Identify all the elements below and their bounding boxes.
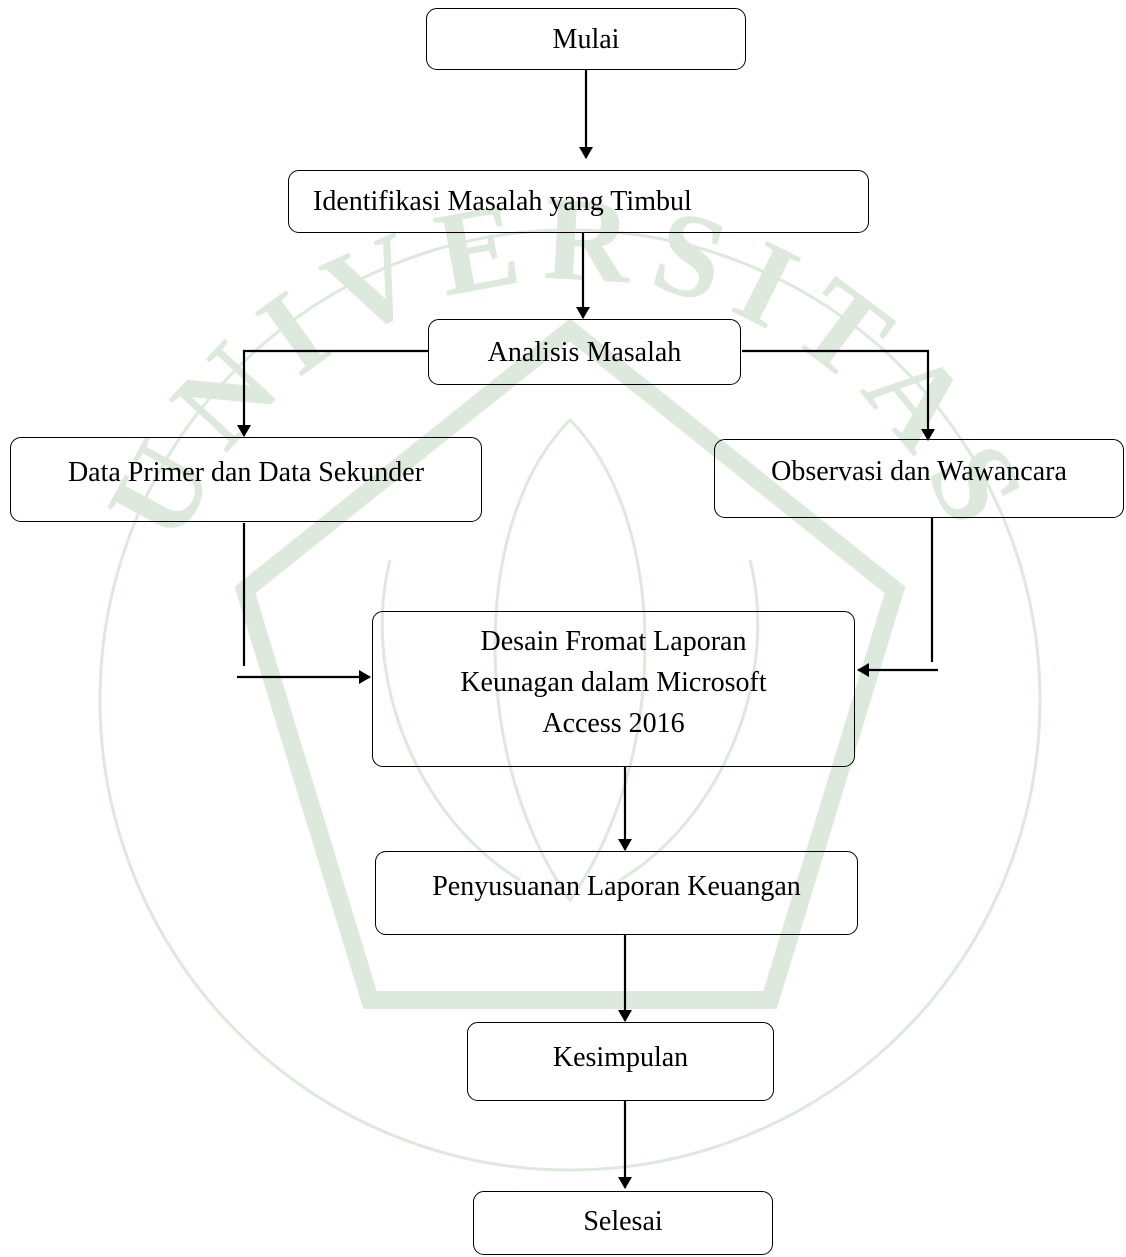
- arrow-analisis-data: [237, 349, 428, 437]
- node-mulai-label: Mulai: [552, 23, 620, 55]
- node-selesai-label: Selesai: [583, 1206, 663, 1237]
- node-penyusunan: Penyusuanan Laporan Keuangan: [375, 851, 858, 935]
- arrow-analisis-observasi: [742, 349, 935, 441]
- node-selesai: Selesai: [473, 1191, 773, 1255]
- node-analisis-label: Analisis Masalah: [487, 336, 682, 368]
- node-penyusunan-label: Penyusuanan Laporan Keuangan: [432, 871, 801, 902]
- node-mulai: Mulai: [426, 8, 746, 70]
- node-desain: Desain Fromat Laporan Keunagan dalam Mic…: [372, 611, 855, 767]
- node-desain-line-2: Keunagan dalam Microsoft: [460, 666, 767, 698]
- node-observasi: Observasi dan Wawancara: [714, 439, 1124, 518]
- node-data-primer-label: Data Primer dan Data Sekunder: [67, 457, 425, 488]
- node-observasi-label: Observasi dan Wawancara: [771, 456, 1067, 487]
- node-data-primer: Data Primer dan Data Sekunder: [10, 437, 482, 522]
- node-desain-line-3: Access 2016: [542, 707, 685, 739]
- node-kesimpulan: Kesimpulan: [467, 1022, 774, 1101]
- node-desain-line-1: Desain Fromat Laporan: [480, 625, 747, 657]
- node-analisis: Analisis Masalah: [428, 319, 741, 385]
- node-identifikasi-label: Identifikasi Masalah yang Timbul: [313, 186, 692, 217]
- node-kesimpulan-label: Kesimpulan: [552, 1042, 689, 1073]
- node-identifikasi: Identifikasi Masalah yang Timbul: [288, 170, 869, 233]
